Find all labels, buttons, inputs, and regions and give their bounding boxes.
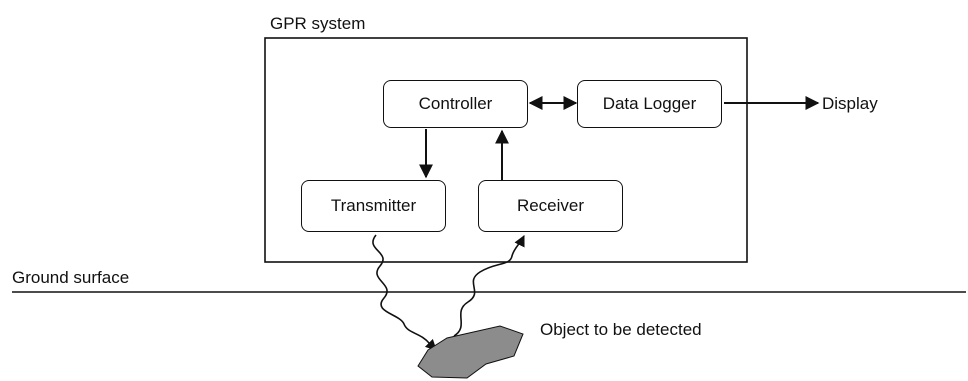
- receiver-box: Receiver: [478, 180, 623, 232]
- target-object: [417, 325, 524, 379]
- data-logger-label: Data Logger: [602, 94, 697, 113]
- display-label: Display: [822, 94, 878, 113]
- transmitted-wave: [372, 234, 437, 351]
- receiver-label: Receiver: [516, 196, 585, 215]
- reflected-wave: [453, 234, 525, 337]
- transmitter-label: Transmitter: [330, 196, 417, 215]
- controller-label: Controller: [418, 94, 493, 113]
- ground-surface-label: Ground surface: [12, 268, 130, 287]
- target-label: Object to be detected: [540, 320, 702, 339]
- transmitter-box: Transmitter: [301, 180, 446, 232]
- data-logger-box: Data Logger: [577, 80, 722, 128]
- system-title: GPR system: [270, 14, 366, 33]
- controller-box: Controller: [383, 80, 528, 128]
